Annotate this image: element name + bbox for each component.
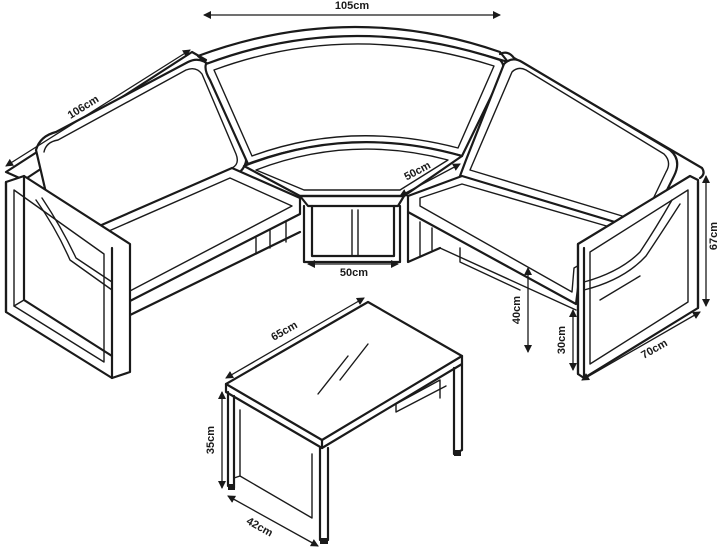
label-top-width: 105cm [335,0,369,12]
label-corner-front: 50cm [340,267,368,279]
label-table-length: 65cm [269,319,300,344]
dim-right-depth-line [581,311,701,381]
table-foot [228,484,235,490]
dim-table-length-line [225,297,365,379]
label-total-height: 67cm [708,222,720,250]
dim-left-length-line [5,49,191,167]
dimension-lines [5,11,710,547]
right-sofa-section [406,51,705,380]
label-table-height: 35cm [205,426,217,454]
dim-table-depth-line [227,495,319,547]
dim-corner-depth-line [399,163,461,197]
label-seat-height: 40cm [511,296,523,324]
table-foot [320,538,328,544]
label-armrest-offset: 30cm [556,326,568,354]
table-foot [454,450,461,456]
coffee-table [224,300,464,544]
